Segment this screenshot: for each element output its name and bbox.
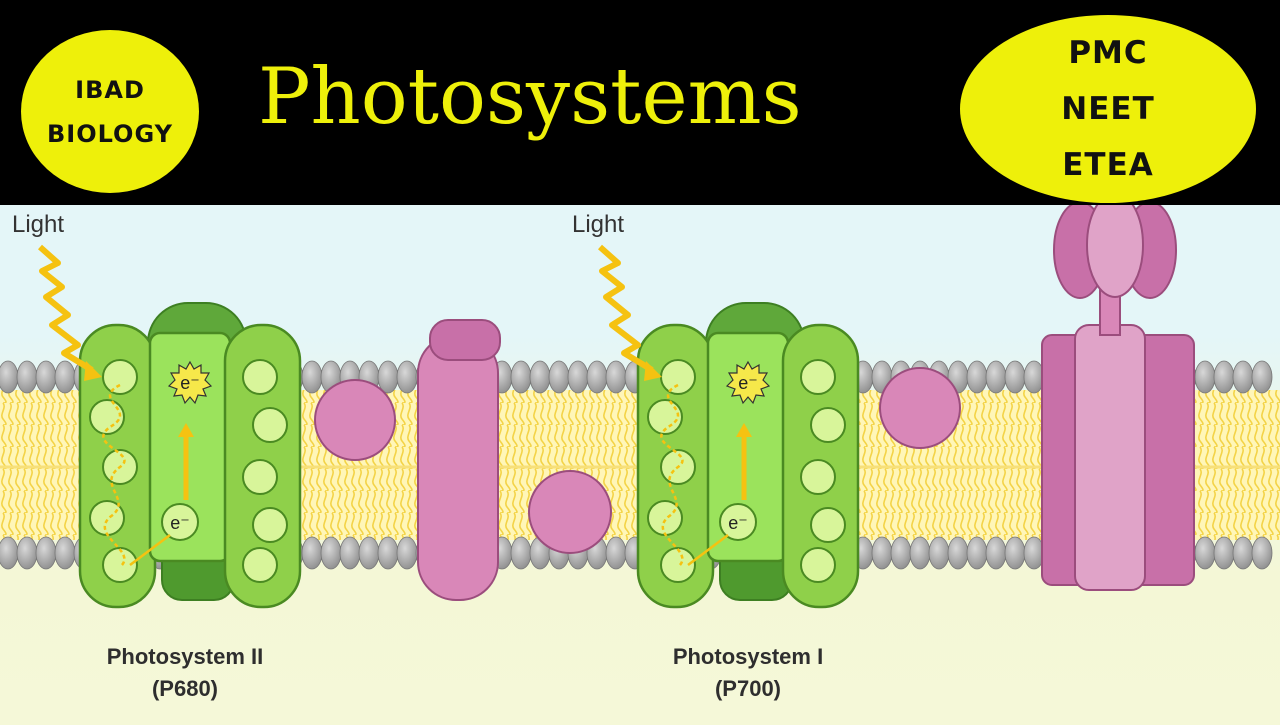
photosystem-i: e⁻ e⁻ — [636, 302, 860, 609]
membrane-diagram: e⁻ e⁻ — [0, 192, 1280, 720]
badge-line: BIOLOGY — [46, 119, 173, 148]
light-label-ps1: Light — [572, 211, 625, 238]
phospholipid-head — [1213, 536, 1235, 570]
phospholipid-head — [1194, 536, 1216, 570]
phospholipid-head — [1232, 536, 1254, 570]
light-label-ps2: Light — [12, 211, 65, 238]
phospholipid-head — [928, 536, 950, 570]
phospholipid-head — [396, 360, 418, 394]
phospholipid-head — [0, 360, 19, 394]
phospholipid-head — [909, 536, 931, 570]
phospholipid-head — [871, 536, 893, 570]
badge-line: ETEA — [1062, 147, 1154, 183]
ibad-biology-badge: IBAD BIOLOGY — [21, 30, 199, 193]
header-banner: IBAD BIOLOGY Photosystems PMC NEET ETEA — [0, 0, 1280, 205]
phospholipid-head — [985, 536, 1007, 570]
phospholipid-head — [890, 536, 912, 570]
phospholipid-head — [54, 360, 76, 394]
phospholipid-head — [377, 360, 399, 394]
phospholipid-head — [966, 360, 988, 394]
photosystem-i-label: Photosystem I (P700) — [618, 641, 878, 705]
phospholipid-head — [548, 360, 570, 394]
phospholipid-head — [358, 536, 380, 570]
up-arrow-icon — [178, 423, 194, 437]
phospholipid-head — [529, 360, 551, 394]
excited-electron-label: e⁻ — [738, 373, 758, 393]
up-arrow-icon — [736, 423, 752, 437]
photosystem-ii-label: Photosystem II (P680) — [55, 641, 315, 705]
phospholipid-head — [35, 536, 57, 570]
phospholipid-head — [377, 536, 399, 570]
excited-electron-burst — [725, 360, 771, 405]
plastoquinone-circle — [314, 379, 396, 461]
phospholipid-head — [605, 536, 627, 570]
exam-badge: PMC NEET ETEA — [960, 15, 1256, 203]
badge-line: IBAD — [75, 75, 145, 104]
phospholipid-head — [586, 360, 608, 394]
phospholipid-head — [947, 536, 969, 570]
photosystem-ii: e⁻ e⁻ — [78, 302, 302, 609]
pigment-circles — [647, 359, 846, 583]
photosystem-i-code: (P700) — [714, 676, 782, 701]
phospholipid-head — [16, 536, 38, 570]
phospholipid-head — [985, 360, 1007, 394]
pigment-circles — [89, 359, 288, 583]
light-wave-icon — [38, 244, 94, 373]
cytochrome-complex — [417, 334, 499, 601]
phospholipid-head — [35, 360, 57, 394]
plastocyanin-circle — [528, 470, 612, 554]
phospholipid-head — [1213, 360, 1235, 394]
phospholipid-head — [510, 536, 532, 570]
ground-electron-label: e⁻ — [170, 513, 190, 533]
phospholipid-head — [1232, 360, 1254, 394]
phospholipid-head — [16, 360, 38, 394]
phospholipid-head — [1251, 360, 1273, 394]
phospholipid-head — [1251, 536, 1273, 570]
light-wave-icon — [598, 244, 654, 373]
ferredoxin-circle — [879, 367, 961, 449]
phospholipid-head — [1004, 360, 1026, 394]
atp-synthase — [1041, 192, 1195, 591]
badge-line: NEET — [1061, 91, 1155, 127]
excited-electron-burst — [167, 360, 213, 405]
phospholipid-head — [567, 360, 589, 394]
photosystem-ii-code: (P680) — [151, 676, 219, 701]
photosystem-i-name: Photosystem I — [672, 644, 824, 669]
page-title: Photosystems — [258, 52, 802, 142]
phospholipid-head — [0, 536, 19, 570]
phospholipid-head — [301, 360, 323, 394]
phospholipid-head — [339, 536, 361, 570]
phospholipid-head — [605, 360, 627, 394]
phospholipid-head — [54, 536, 76, 570]
phospholipid-head — [1194, 360, 1216, 394]
diagram-svg: e⁻ e⁻ — [0, 192, 1280, 720]
phospholipid-head — [396, 536, 418, 570]
excited-electron-label: e⁻ — [180, 373, 200, 393]
phospholipid-head — [301, 536, 323, 570]
ground-electron-label: e⁻ — [728, 513, 748, 533]
phospholipid-head — [1004, 536, 1026, 570]
phospholipid-head — [966, 536, 988, 570]
phospholipid-head — [510, 360, 532, 394]
photosystem-ii-name: Photosystem II — [106, 644, 264, 669]
badge-line: PMC — [1068, 35, 1148, 71]
phospholipid-head — [320, 536, 342, 570]
